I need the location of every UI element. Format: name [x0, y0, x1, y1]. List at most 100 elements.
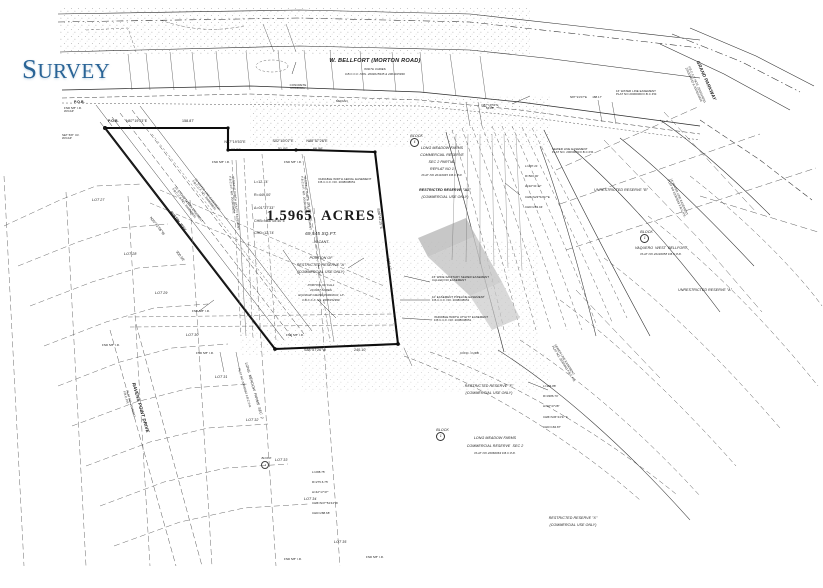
reserve-f-name: RESTRICTED RESERVE "F"	[464, 384, 514, 388]
tract-call-line2: 20.0067 ACRES	[310, 288, 332, 292]
tract-status: -VACANT-	[312, 240, 330, 244]
southeast-solid	[497, 145, 691, 521]
tract-use: (COMMERCIAL USE ONLY)	[297, 270, 345, 274]
block-number: 1	[640, 234, 650, 244]
tract-call-line3: EQUIDAP GRAND PARKWAY, LP	[298, 293, 344, 297]
lot-label: LOT 34	[304, 497, 317, 501]
bearing-north-3: N88°57'26"E	[306, 139, 328, 143]
lot-label: LOT 33	[275, 458, 288, 462]
subdivision-lm-sec2-line1: LONG MEADOW FARMS	[473, 436, 517, 440]
lot-label: LOT 31	[215, 375, 228, 379]
street-label-bellfort: W. BELLFORT (MORTON ROAD)	[329, 58, 421, 64]
annotation-concrete-roadway: CONCRETE ROADWAY	[289, 83, 307, 91]
block-label: BLOCK	[640, 230, 653, 235]
street-bellfort-width: WIDTH VARIES	[364, 67, 386, 71]
block-number: 1	[410, 138, 420, 148]
curve-line: CHD=12.74'	[254, 231, 275, 236]
annotation-sewer-line: SEWER LINE EASEMENT PLAT NO. 20060063 F.…	[552, 147, 595, 155]
curve-line: R=3386.70'	[543, 394, 559, 399]
tract-portion-label: PORTION OF	[309, 256, 333, 260]
annotation-top-bearing-ne2: N87°19'53"E 56.28'	[481, 103, 499, 111]
distance-south: 240.10'	[354, 348, 367, 352]
interior-easements	[127, 153, 395, 343]
block-label: BLOCK	[436, 428, 449, 433]
monument-note-9: FND 5/8" I.R.	[212, 160, 230, 164]
curve-line: Δ=01°37'33"	[254, 205, 275, 210]
curve-line: R=449.00'	[254, 193, 272, 198]
tract-acreage: 1.5965 ACRES	[266, 208, 376, 224]
curve-southeast-table: L=184.88' R=3386.70' Δ=02°47'28" CHB=S36…	[543, 378, 568, 436]
annotation-easement-water: 10' EASEMENT PIPELINE EASEMENT F.B.C.C.F…	[432, 295, 485, 303]
grand-parkway-row	[573, 27, 815, 313]
shaded-easement	[418, 218, 520, 330]
survey-watermark: SURVEY	[22, 54, 110, 85]
bearing-north-1-prefix: P.O.B.	[108, 119, 119, 123]
distance-jog-south: 51.00'	[277, 147, 289, 151]
subdivision-vaquero-line1: VAQUERO WEST BELLFORT	[634, 246, 688, 250]
detail-ties	[219, 99, 617, 373]
curve-line: CHB=S23°52'17"E	[525, 194, 550, 199]
reserve-x-use: (COMMERCIAL USE ONLY)	[549, 523, 597, 527]
parkway-wedge-hatch	[451, 133, 523, 271]
curve-line: Δ=02°47'28"	[543, 404, 560, 409]
lot-lines-sec2	[3, 175, 341, 567]
reserve-x-name: RESTRICTED RESERVE "X"	[548, 516, 598, 520]
subdivision-lm-replat-line5: PLAT NO 20110045 F.B.C.P.R.	[421, 173, 463, 177]
distance-north-1: 158.87'	[182, 119, 195, 123]
north-detail	[85, 19, 487, 100]
watermark-text: URVEY	[37, 59, 111, 83]
watermark-initial: S	[22, 54, 38, 84]
curve-line: L=287.21'	[525, 163, 539, 168]
curve-line: CHD=184.87'	[543, 424, 561, 429]
curve-line: CHB=N88°08'40"E	[254, 218, 286, 223]
block-marker-north: BLOCK 1	[406, 130, 423, 152]
curve-line: CHD=288.68'	[312, 510, 330, 515]
block-marker-lot33: BLOCK 1	[258, 454, 272, 472]
monument-note-4: FND 5/8" I.R.	[196, 351, 214, 355]
lot-label: LOT 32	[246, 418, 259, 422]
distance-north-3: 66.56'	[312, 147, 324, 151]
ravens-point-drive	[109, 323, 203, 567]
curve-line: L=12.74'	[254, 180, 269, 185]
annotation-water-line: 16' WATER LINE EASEMENT PLAT NO 20060063…	[616, 89, 658, 97]
curve-grand-parkway-table: L=287.21' R=500.00' Δ=32°31'12" CHB=S23°…	[525, 158, 550, 216]
curve-line: CHB=S36°44'37"E	[543, 414, 568, 419]
block-number: 1	[261, 460, 270, 469]
reserve-a1-use: (COMMERCIAL USE ONLY)	[421, 195, 469, 199]
lot-label: LOT 35	[334, 540, 347, 544]
curve-line: L=184.88'	[543, 383, 557, 388]
southeast-geometry	[403, 175, 823, 501]
monument-note-7: FND 5/8" I.R.	[284, 557, 302, 561]
annotation-easement-utility: VARIABLE WIDTH UTILITY EASEMENT F.B.C.C.…	[434, 315, 489, 323]
subdivision-lm-sec2-line3: PLAT NO 20060063 F.B.C.P.R.	[474, 451, 516, 455]
monument-note-8: FND 5/8" I.R.	[284, 160, 302, 164]
bearing-jog-south: S02°40'07"E	[272, 139, 294, 143]
subdivision-lm-sec2-line2: COMMERCIAL RESERVE SEC 2	[466, 444, 524, 448]
lot-label: LOT 28	[124, 252, 137, 256]
subdivision-lm-replat-line2: COMMERCIAL RESERVE	[420, 153, 464, 157]
block-label: BLOCK	[410, 134, 423, 139]
block-number: 1	[436, 432, 446, 442]
subdivision-lm-replat-line1: LONG MEADOW FARMS	[420, 146, 464, 150]
monument-note-3: FND 5/8" I.R.	[192, 309, 210, 313]
distance-north-2: 68.28'	[230, 148, 242, 152]
bearing-south: S88°57'26"W	[304, 348, 326, 352]
tract-call-line4: F.B.C.C.F. NO. 2008152990	[302, 298, 340, 302]
reserve-f-use: (COMMERCIAL USE ONLY)	[465, 391, 513, 395]
monument-note-2: SET 5/8" I.R. W/CAP	[62, 133, 80, 141]
tract-square-feet: 69,545 SQ.FT.	[305, 231, 337, 236]
monument-note-10: FND 5/8" I.R.	[286, 333, 304, 337]
tract-call-line1: PORTION OF CALL	[307, 283, 335, 287]
subdivision-lm-replat-line4: REPLAT NO 1	[430, 167, 454, 171]
subdivision-lm-replat-line3: SEC 2 PARTIAL	[428, 160, 456, 164]
curve-line: R=500.00'	[525, 174, 539, 179]
annotation-top-bearing-ne: N87°21'07"E 188.17'	[570, 95, 602, 99]
subdivision-vaquero-line2: PLAT NO 20140058 F.B.C.P.R.	[640, 252, 682, 256]
curve-lot33-table: L=288.75' R=275.6.75' Δ=42°17'37" CHB=N3…	[312, 464, 338, 522]
bellfort-row	[57, 9, 701, 141]
annotation-conc-curb: CONC. CURB	[460, 351, 479, 355]
curve-line: L=288.75'	[312, 469, 326, 474]
street-bellfort-record: F.B.C.C.F. NOS. 2004015935 & 2004015936	[345, 72, 405, 76]
